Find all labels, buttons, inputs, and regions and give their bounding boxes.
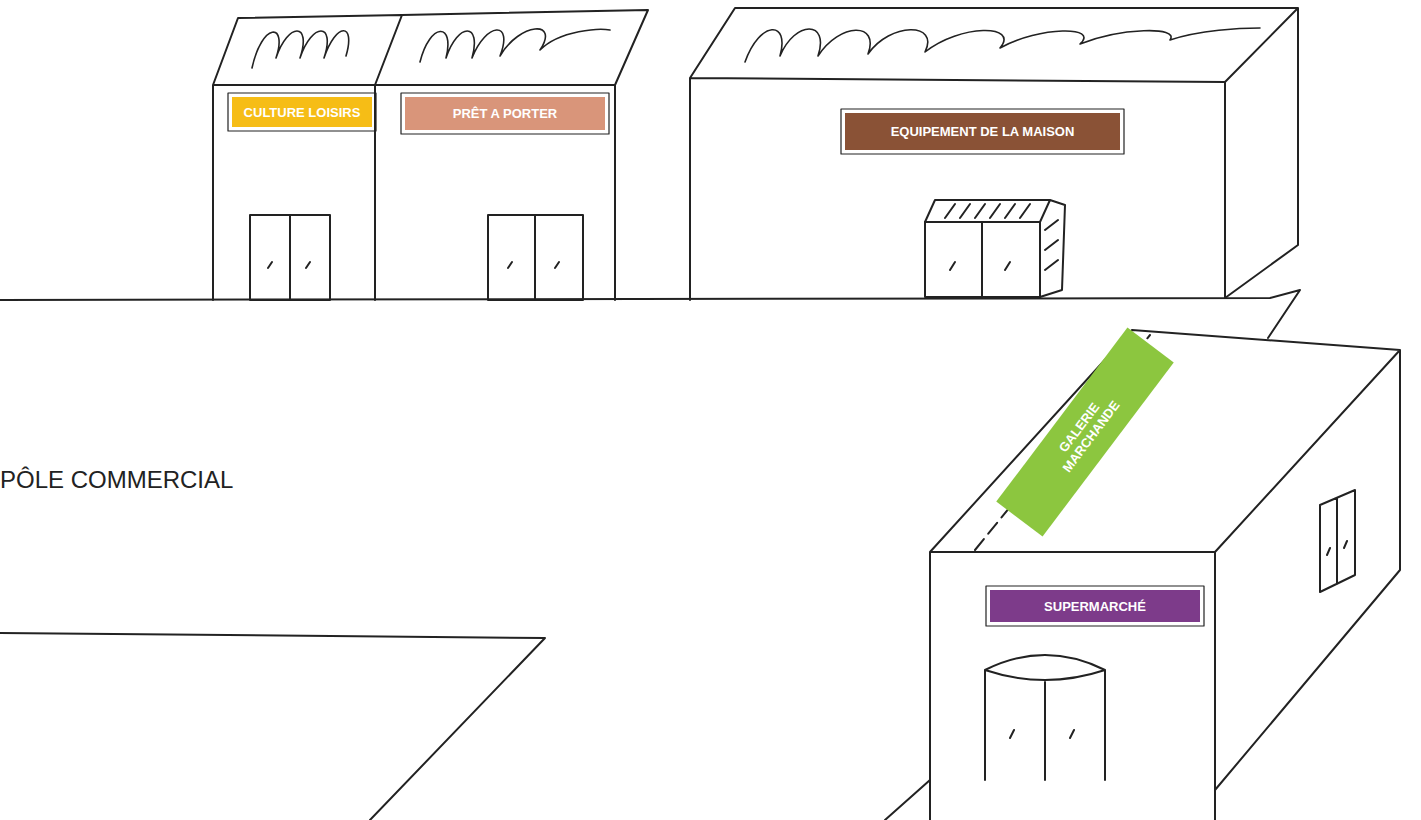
ground-line — [0, 290, 1300, 338]
sign-text: EQUIPEMENT DE LA MAISON — [891, 124, 1075, 139]
parking-outline — [0, 633, 930, 820]
roof-scribble — [745, 28, 1260, 62]
sign-text: CULTURE LOISIRS — [244, 105, 361, 120]
store-sign: PRÊT A PORTER — [405, 97, 605, 130]
door-split — [508, 215, 559, 300]
sign-text: GALERIE MARCHANDE — [1040, 379, 1130, 485]
roof-band: GALERIE MARCHANDE — [996, 327, 1174, 536]
roof-scribble — [420, 29, 610, 62]
sign-frame — [401, 93, 609, 134]
building-outline — [213, 15, 402, 300]
store-sign: SUPERMARCHÉ — [990, 590, 1200, 622]
sign-frame — [986, 586, 1204, 626]
sign-frame — [841, 109, 1124, 154]
store-sign: CULTURE LOISIRS — [232, 97, 372, 127]
door-split — [950, 222, 1010, 297]
building-outline — [690, 8, 1298, 300]
sign-text: PRÊT A PORTER — [453, 106, 558, 121]
front-door — [985, 655, 1105, 780]
area-label: PÔLE COMMERCIAL — [0, 466, 233, 494]
building-outline — [375, 10, 648, 300]
sign-frame — [228, 93, 376, 131]
door — [250, 215, 330, 300]
sign-text: SUPERMARCHÉ — [1044, 599, 1146, 614]
door — [925, 222, 1040, 297]
roof-scribble — [252, 31, 349, 68]
store-sign: EQUIPEMENT DE LA MAISON — [845, 113, 1120, 150]
side-door — [1320, 490, 1355, 592]
door — [488, 215, 583, 300]
door-split — [268, 215, 310, 300]
door-awning — [925, 200, 1065, 297]
supermarket-outline — [930, 330, 1400, 820]
